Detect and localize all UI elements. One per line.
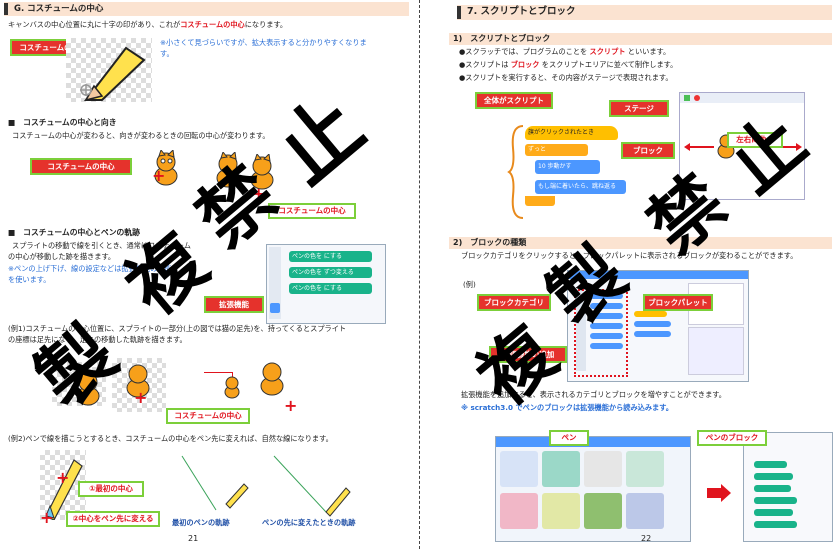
note-zoom-line1: ※小さくて見づらいですが、拡大表示すると分かりやすくなりま	[160, 38, 367, 47]
pen-note-2: を使います。	[8, 275, 51, 284]
example1-text: (例1)コスチュームの中心位置に、スプライトの一部分(上の図では猫の足先)を、持…	[8, 324, 347, 333]
subhead-rotation: ■ コスチュームの中心と向き	[8, 118, 117, 127]
arrow-right-icon	[721, 484, 731, 502]
pen-blocks-screenshot	[743, 432, 833, 542]
extension-note: ※ scratch3.0 でペンのブロックは拡張機能から読み込みます。	[461, 403, 673, 412]
callout-pen-blocks: ペンのブロック	[697, 430, 767, 446]
watermark-char: 止	[259, 78, 381, 202]
arrow-right-icon	[707, 488, 721, 498]
subhead-pen: ■ コスチュームの中心とペンの軌跡	[8, 228, 140, 237]
block-move: 10 歩動かす	[535, 160, 600, 174]
cat-sprite-icon	[212, 150, 242, 188]
center-plus-icon: +	[152, 166, 166, 185]
page-22: 7. スクリプトとブロック 1) スクリプトとブロック ●スクラッチでは、プログ…	[421, 0, 839, 549]
pen-block: ペンの色を ずつ変える	[289, 267, 372, 278]
callout-costume-center-4: コスチュームの中心	[166, 408, 250, 424]
callout-whole-script: 全体がスクリプト	[475, 92, 553, 109]
block-bounce: もし端に着いたら、跳ね返る	[535, 180, 626, 194]
costume-center-intro: キャンバスの中心位置に丸に十字の印があり、これがコスチュームの中心になります。	[8, 20, 288, 29]
caption-first-track: 最初のペンの軌跡	[172, 518, 230, 527]
sub2-header: 2) ブロックの種類	[449, 237, 832, 249]
callout-move-left-right: 左右に動く	[727, 132, 783, 148]
extension-library-screenshot	[495, 436, 691, 542]
cat-sprite-icon	[246, 152, 276, 190]
example1b-text: の座標は足先になり、足先の移動した軌跡を描きます。	[8, 335, 187, 344]
cat-sprite-icon	[256, 360, 286, 396]
kinds-text: ブロックカテゴリをクリックすると、ブロックパレットに表示されるブロックが変わるこ…	[461, 251, 798, 260]
script-area: 旗がクリックされたとき ずっと 10 歩動かす もし端に着いたら、跳ね返る	[525, 126, 626, 222]
page-21: G. コスチュームの中心 キャンバスの中心位置に丸に十字の印があり、これがコスチ…	[0, 0, 418, 549]
bullet-stage: ●スクリプトを実行すると、その内容がステージで表現されます。	[459, 73, 673, 82]
pen-text-2: の中心が移動した跡を描きます。	[8, 252, 116, 261]
center-plus-icon: +	[56, 468, 70, 487]
center-plus-icon: +	[134, 388, 148, 407]
example-label: (例)	[463, 280, 476, 289]
section-g-title: G. コスチュームの中心	[14, 4, 104, 14]
green-flag-icon	[684, 95, 690, 101]
callout-block-category: ブロックカテゴリ	[477, 294, 551, 311]
sub1-header: 1) スクリプトとブロック	[449, 33, 832, 45]
callout-change-center: ②中心をペン先に変える	[66, 511, 160, 527]
pen-track-lines	[181, 455, 351, 517]
pen-text-1: スプライトの移動で線を引くとき、通常はコスチューム	[12, 241, 191, 250]
page-number-22: 22	[641, 534, 652, 543]
cat-sprite-icon	[122, 362, 152, 398]
pen-note-1: ※ペンの上げ下げ、線の設定などは拡張機能の機能	[8, 264, 172, 273]
page-divider	[419, 0, 420, 549]
bullet-script: ●スクラッチでは、プログラムのことを スクリプト といいます。	[459, 47, 671, 56]
pen-extension-screenshot: ペンの色を にする ペンの色を ずつ変える ペンの色を にする	[266, 244, 386, 324]
center-plus-icon: +	[284, 396, 298, 415]
bullet-block: ●スクリプトは ブロック をスクリプトエリアに並べて制作します。	[459, 60, 678, 69]
callout-add-extension: 拡張機能の追加	[489, 346, 567, 363]
example2-text: (例2)ペンで線を描こうとするとき、コスチュームの中心をペン先に変えれば、自然な…	[8, 434, 333, 443]
cat-sprite-icon	[72, 370, 102, 406]
extension-text: 拡張機能を追加すると、表示されるカテゴリとブロックを増やすことができます。	[461, 390, 726, 399]
callout-block-palette: ブロックパレット	[643, 294, 713, 311]
block-when-flag: 旗がクリックされたとき	[525, 126, 618, 140]
callout-extension: 拡張機能	[204, 296, 264, 313]
callout-costume-center-2: コスチュームの中心	[30, 158, 132, 175]
watermark-char: 複	[461, 309, 572, 422]
callout-costume-center-3: コスチュームの中心	[268, 203, 356, 219]
rotation-text: コスチュームの中心が変わると、向きが変わるときの回転の中心が変わります。	[12, 131, 270, 140]
callout-first-center: ①最初の中心	[78, 481, 144, 497]
callout-block: ブロック	[621, 142, 675, 159]
costume-canvas-image	[66, 38, 152, 102]
callout-stage: ステージ	[609, 100, 669, 117]
add-extension-icon	[270, 303, 280, 313]
section-g-header: G. コスチュームの中心	[4, 2, 409, 16]
editor-screenshot	[567, 270, 749, 382]
cat-sprite-icon	[150, 148, 180, 186]
cat-sprite-icon	[222, 376, 252, 410]
center-plus-icon: +	[252, 184, 266, 203]
section7-title: 7. スクリプトとブロック	[467, 6, 576, 17]
pen-block: ペンの色を にする	[289, 283, 372, 294]
note-zoom-line2: す。	[160, 49, 174, 58]
page-number-21: 21	[188, 534, 199, 543]
pen-block: ペンの色を にする	[289, 251, 372, 262]
block-forever: ずっと	[525, 144, 588, 156]
sub1-title: 1) スクリプトとブロック	[453, 34, 551, 43]
sub2-title: 2) ブロックの種類	[453, 238, 527, 247]
brace-icon	[507, 125, 524, 219]
callout-pen: ペン	[549, 430, 589, 446]
caption-changed-track: ペンの先に変えたときの軌跡	[262, 518, 356, 527]
stop-icon	[694, 95, 700, 101]
center-plus-icon: +	[40, 508, 54, 527]
section7-header: 7. スクリプトとブロック	[457, 5, 832, 20]
